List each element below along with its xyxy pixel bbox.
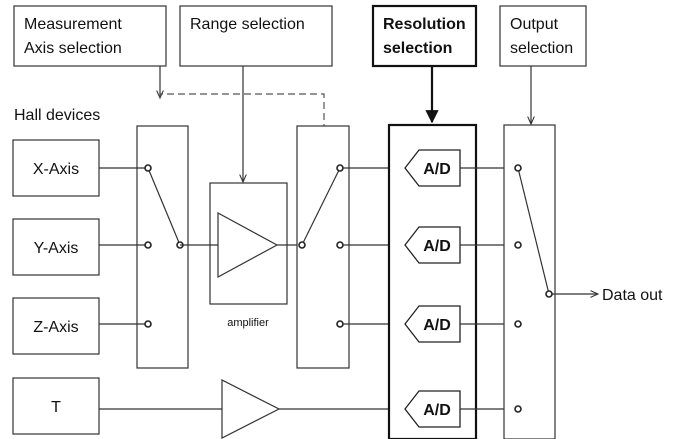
adc-4-label: A/D	[423, 402, 451, 419]
resolution-selection-label-line2: selection	[383, 40, 452, 57]
demux-terminal-1	[336, 164, 344, 172]
output-common-terminal	[545, 290, 553, 298]
y-axis-input-box: Y-Axis	[12, 218, 100, 276]
measurement-selection-label-line2: Axis selection	[24, 40, 122, 57]
demux-terminal-2	[336, 241, 344, 249]
measurement-selection-label-line1: Measurement	[24, 16, 122, 33]
adc-2-label: A/D	[423, 238, 451, 255]
x-axis-label: X-Axis	[33, 161, 79, 178]
z-axis-input-box: Z-Axis	[12, 297, 100, 355]
input-mux-terminal-z	[144, 320, 152, 328]
resolution-selection-box: Resolution selection	[371, 4, 478, 68]
output-selection-box: Output selection	[499, 5, 587, 67]
temperature-buffer-triangle-icon	[221, 379, 281, 439]
range-selection-label: Range selection	[190, 16, 305, 33]
input-mux-switch-blade	[147, 167, 181, 246]
output-switch-blade	[517, 167, 550, 295]
output-selector-box	[503, 124, 556, 439]
adc-1-label: A/D	[423, 161, 451, 178]
amplifier-triangle-icon	[217, 211, 279, 279]
resolution-selection-label-line1: Resolution	[383, 16, 466, 33]
temperature-label: T	[51, 399, 61, 416]
output-terminal-3	[514, 320, 522, 328]
y-axis-label: Y-Axis	[34, 240, 79, 257]
output-terminal-1	[514, 164, 522, 172]
adc-2: A/D	[404, 226, 461, 264]
data-out-label: Data out	[602, 287, 663, 304]
output-selection-label-line2: selection	[510, 40, 573, 57]
output-selection-label-line1: Output	[510, 16, 559, 33]
adc-1: A/D	[404, 149, 461, 187]
output-terminal-4	[514, 405, 522, 413]
demux-terminal-3	[336, 320, 344, 328]
demux-switch-blade	[301, 167, 341, 246]
adc-3-label: A/D	[423, 317, 451, 334]
temperature-input-box: T	[12, 377, 100, 435]
range-selection-box: Range selection	[179, 5, 333, 67]
demux-common-terminal	[298, 241, 306, 249]
z-axis-label: Z-Axis	[33, 319, 78, 336]
measurement-axis-selection-box: Measurement Axis selection	[13, 5, 167, 67]
input-mux-terminal-x	[144, 164, 152, 172]
x-axis-input-box: X-Axis	[12, 139, 100, 197]
hall-devices-label: Hall devices	[14, 107, 100, 124]
output-terminal-2	[514, 241, 522, 249]
amplifier-label: amplifier	[227, 317, 269, 329]
input-mux-terminal-y	[144, 241, 152, 249]
